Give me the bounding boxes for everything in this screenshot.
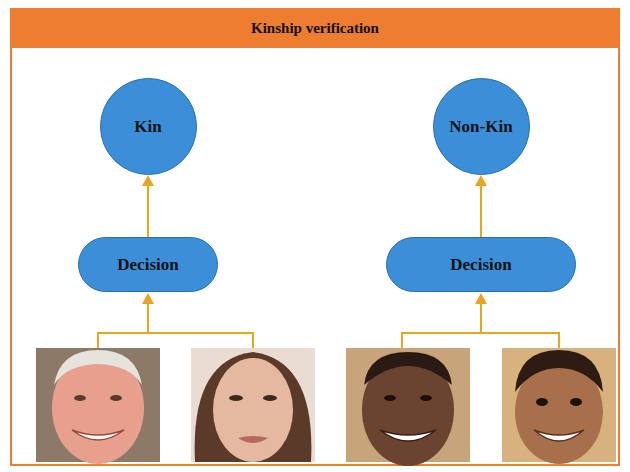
result-circle: Non-Kin	[433, 78, 530, 175]
connector-line	[480, 184, 482, 237]
arrow-head	[475, 175, 487, 186]
connector-arrow	[475, 175, 487, 237]
title-band: Kinship verification	[10, 8, 620, 48]
face-photo	[502, 348, 616, 464]
title-text: Kinship verification	[251, 20, 379, 37]
decision-box: Decision	[78, 237, 218, 292]
arrow-head	[475, 293, 487, 304]
result-circle: Kin	[100, 78, 197, 175]
connector-line	[147, 184, 149, 237]
node-label: Kin	[134, 117, 161, 137]
node-label: Decision	[117, 255, 178, 275]
arrow-head	[142, 293, 154, 304]
decision-box: Decision	[386, 237, 576, 292]
node-label: Non-Kin	[449, 117, 512, 137]
face-photo	[346, 348, 470, 466]
node-label: Decision	[450, 255, 511, 275]
face-photo	[191, 348, 315, 462]
face-photo	[36, 348, 160, 464]
arrow-head	[142, 175, 154, 186]
merge-wire	[98, 302, 559, 348]
connector-arrow	[142, 175, 154, 237]
